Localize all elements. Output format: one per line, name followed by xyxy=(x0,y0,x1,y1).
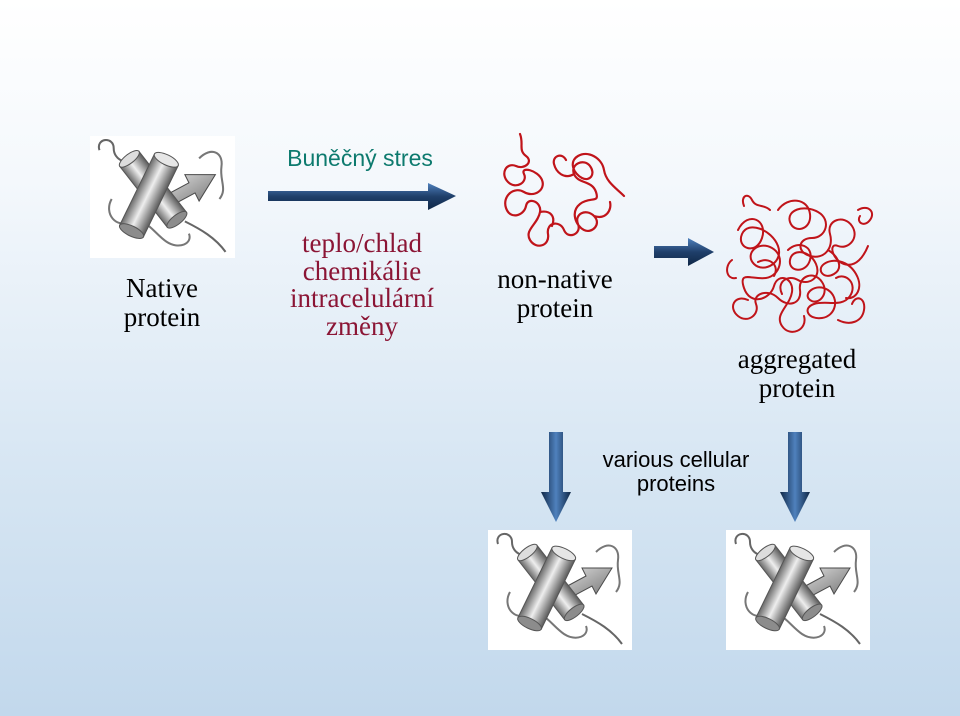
stress-cause-item: chemikálie xyxy=(302,255,422,286)
non-native-protein-label: non-native protein xyxy=(470,264,640,324)
stress-cause-item: změny xyxy=(326,310,398,341)
aggregated-line1: aggregated xyxy=(737,344,857,374)
native-protein-label: Native protein xyxy=(100,273,224,333)
native-protein-line2: protein xyxy=(123,302,201,333)
aggregated-line2: protein xyxy=(758,373,836,404)
stress-causes: teplo/chlad chemikálie intracelulární zm… xyxy=(262,228,462,341)
native-protein-image xyxy=(90,136,235,258)
aggregation-arrow xyxy=(654,238,714,266)
down-arrow-right xyxy=(780,432,810,522)
stress-cause-item: teplo/chlad xyxy=(302,228,422,258)
cellular-line2: proteins xyxy=(636,470,716,496)
cellular-protein-image-right xyxy=(726,530,870,650)
stress-arrow xyxy=(268,183,456,210)
native-protein-line1: Native xyxy=(126,273,198,303)
folded-protein-icon xyxy=(90,136,235,258)
cellular-line1: various cellular xyxy=(602,447,750,472)
aggregated-protein-cluster xyxy=(726,194,874,333)
non-native-line1: non-native xyxy=(497,264,613,294)
stress-title: Buněčný stres xyxy=(287,145,433,171)
folded-protein-icon xyxy=(488,530,632,650)
non-native-protein-squiggle xyxy=(503,132,626,247)
non-native-line2: protein xyxy=(516,293,594,324)
stress-cause-item: intracelulární xyxy=(290,283,434,314)
folded-protein-icon xyxy=(726,530,870,650)
cellular-protein-image-left xyxy=(488,530,632,650)
down-arrow-left xyxy=(541,432,571,522)
aggregated-protein-label: aggregated protein xyxy=(712,344,882,404)
various-cellular-proteins-label: various cellular proteins xyxy=(580,448,772,496)
